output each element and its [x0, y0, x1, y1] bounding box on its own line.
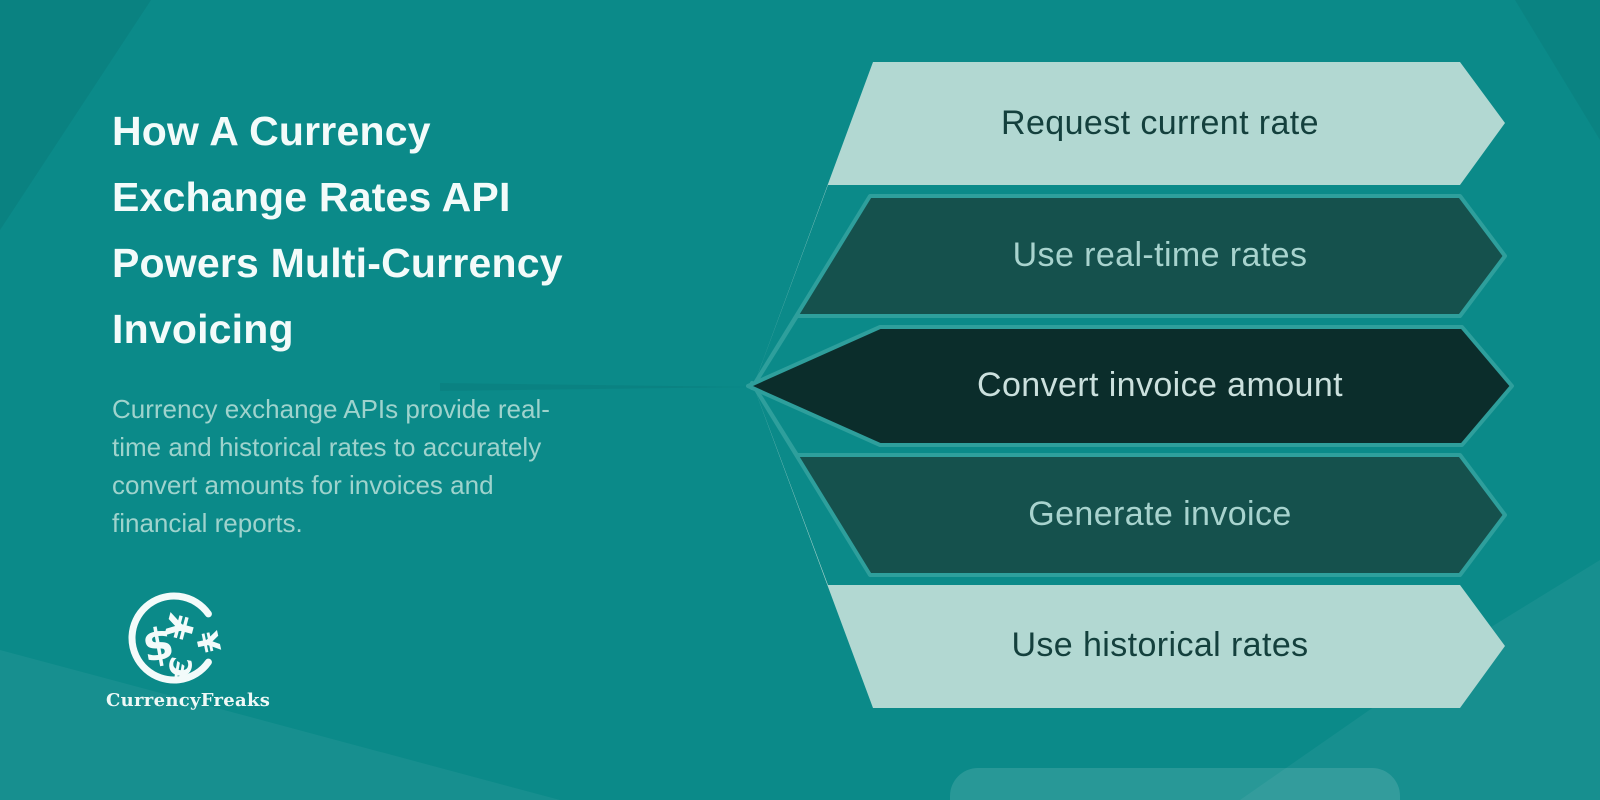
arrow-step-5 — [752, 382, 1505, 708]
page-subtitle: Currency exchange APIs provide real- tim… — [112, 390, 672, 542]
brand-name: CurrencyFreaks — [106, 690, 271, 711]
arrow-step-2 — [750, 194, 1507, 390]
subtitle-line: Currency exchange APIs provide real- — [112, 394, 550, 424]
step-label-use-historical-rates: Use historical rates — [1011, 626, 1309, 664]
title-line: How A Currency — [112, 108, 431, 154]
bg-bottomleft-wedge — [0, 650, 560, 800]
logo-c-ring — [128, 592, 212, 684]
bg-topright-wedge — [1515, 0, 1600, 140]
brand-logo: $ ¥ € ¥ CurrencyFreaks — [106, 588, 271, 711]
step-label-use-real-time-rates: Use real-time rates — [1012, 236, 1308, 274]
step-label-request-current-rate: Request current rate — [1001, 104, 1319, 142]
arrow-step-1 — [752, 62, 1505, 390]
bg-bottom-blob — [950, 768, 1400, 800]
arrow-step-3 — [746, 325, 1514, 447]
title-line: Invoicing — [112, 306, 294, 352]
subtitle-line: time and historical rates to accurately — [112, 432, 542, 462]
arrow-step-4 — [750, 381, 1507, 577]
step-label-generate-invoice: Generate invoice — [1028, 495, 1292, 533]
title-line: Exchange Rates API — [112, 174, 511, 220]
bg-center-seam — [440, 383, 752, 391]
subtitle-line: convert amounts for invoices and — [112, 470, 494, 500]
bg-topleft-wedge — [0, 0, 151, 230]
step-label-convert-invoice-amount: Convert invoice amount — [977, 366, 1343, 404]
currency-circle-icon: $ ¥ € ¥ — [128, 592, 226, 684]
left-panel: How A Currency Exchange Rates API Powers… — [0, 0, 700, 800]
subtitle-line: financial reports. — [112, 508, 303, 538]
page-title: How A Currency Exchange Rates API Powers… — [112, 98, 692, 362]
title-line: Powers Multi-Currency — [112, 240, 563, 286]
